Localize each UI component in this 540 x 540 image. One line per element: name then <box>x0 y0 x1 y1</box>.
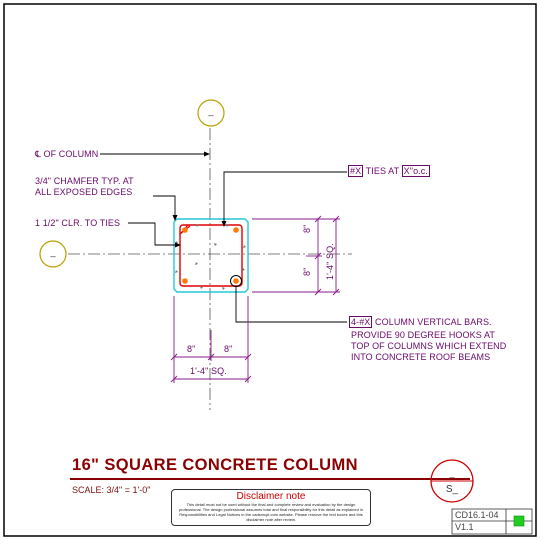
disclaimer-box: Disclaimer note This detail must not be … <box>171 489 371 526</box>
bars-note-line1: COLUMN VERTICAL BARS. <box>375 317 492 327</box>
grid-bubble-left <box>39 240 67 268</box>
ties-tag: #X <box>348 165 364 177</box>
status-indicator <box>513 515 525 527</box>
horizontal-dimension <box>170 296 252 383</box>
rebar-bottom-right <box>233 278 239 284</box>
bars-note-line4: INTO CONCRETE ROOF BEAMS <box>351 352 491 362</box>
grid-bubble-top <box>197 99 225 127</box>
grid-bubble-left-label: _ <box>50 247 56 257</box>
rebar-callout-ring <box>230 275 242 287</box>
bars-note-line3: TOP OF COLUMNS WHICH EXTEND <box>351 341 507 351</box>
bars-note-line2: PROVIDE 90 DEGREE HOOKS AT <box>351 330 495 340</box>
dim-half-left: 8" <box>187 344 196 354</box>
detail-version: V1.1 <box>455 522 474 532</box>
leader-arrowheads <box>172 151 227 248</box>
dim-half-bottom: 8" <box>302 267 312 276</box>
clearance-note: 1 1/2" CLR. TO TIES <box>35 218 121 228</box>
section-bubble-label: S_ <box>445 484 459 495</box>
detail-code-box <box>451 508 533 535</box>
rebar-top-left <box>182 227 188 233</box>
column-tie <box>179 224 243 287</box>
detail-title: 16" SQUARE CONCRETE COLUMN <box>72 456 358 474</box>
section-bubble-top-label: _ <box>449 468 455 478</box>
detail-scale: SCALE: 3/4" = 1'-0" <box>72 485 151 495</box>
ties-note: #X TIES AT X"o.c. <box>348 165 430 177</box>
sheet-border <box>3 3 537 537</box>
chamfer-note-line2: ALL EXPOSED EDGES <box>35 187 133 197</box>
chamfer-note-line1: 3/4" CHAMFER TYP. AT <box>35 176 134 186</box>
bars-tag: 4-#X <box>349 316 373 328</box>
column-outline <box>173 218 249 293</box>
leader-lines <box>100 153 347 323</box>
bars-note: 4-#X COLUMN VERTICAL BARS. <box>349 316 492 328</box>
grid-bubble-top-label: _ <box>208 106 214 116</box>
dim-half-top: 8" <box>302 224 312 233</box>
detail-code: CD16.1-04 <box>455 510 499 520</box>
rebar-bottom-left <box>182 278 188 284</box>
ties-spacing-tag: X"o.c. <box>401 165 430 177</box>
disclaimer-heading: Disclaimer note <box>236 491 306 502</box>
vertical-dimension <box>252 215 340 296</box>
centerline-note: ℄ OF COLUMN <box>35 149 99 159</box>
dim-height: 1'-4" SQ. <box>325 243 335 280</box>
rebar-top-right <box>233 227 239 233</box>
dim-half-right: 8" <box>224 344 233 354</box>
dim-width: 1'-4" SQ. <box>190 366 227 376</box>
disclaimer-body: This detail must not be used without the… <box>178 502 364 522</box>
ties-mid-text: TIES AT <box>365 166 400 176</box>
